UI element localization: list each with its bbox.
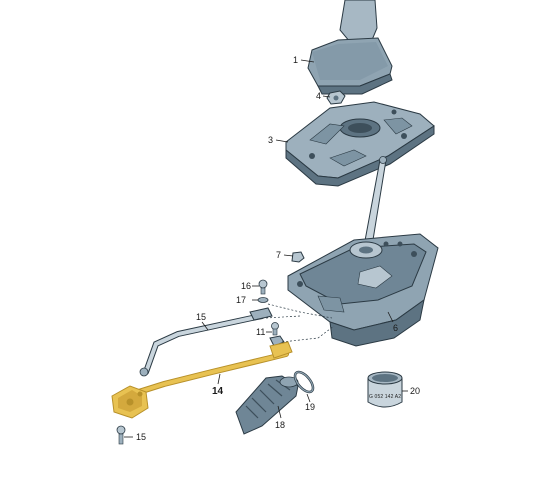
bolt-part-17	[258, 279, 268, 295]
callout-4: 4	[316, 91, 321, 101]
callout-20: 20	[410, 386, 420, 396]
shift-rod-part-highlighted	[111, 341, 293, 419]
bolt-part-11	[271, 322, 279, 336]
rubber-boot-part	[235, 375, 299, 435]
callout-15-text: 15	[136, 432, 146, 442]
callout-17: 16	[241, 281, 251, 291]
nut-part	[326, 90, 346, 105]
grease-can-part: G 052 142 A2	[367, 371, 403, 408]
callout-19: 19	[305, 402, 315, 412]
callout-18: 18	[275, 420, 285, 430]
selector-rod-part	[139, 307, 273, 377]
shift-housing-part	[287, 233, 439, 347]
callout-3: 3	[268, 135, 273, 145]
grease-can-part-number: G 052 142 A2	[369, 394, 401, 400]
shift-boot-part	[307, 0, 393, 95]
frame-plate-part	[285, 101, 435, 187]
bolt-part-7	[291, 251, 305, 263]
assembly-guide-lines	[265, 303, 335, 343]
washer-part-17a	[257, 297, 269, 303]
callout-6: 6	[393, 323, 398, 333]
callout-labels: 1 4 3 7 6 16 17 11 15 14 14 15 15 18 19 …	[196, 55, 420, 430]
callout-16: 15	[196, 312, 206, 322]
o-ring-part	[293, 370, 315, 394]
bolt-part-15	[116, 425, 126, 445]
callout-17a: 17	[236, 295, 246, 305]
callout-7: 7	[276, 250, 281, 260]
callout-14: 14	[212, 386, 224, 397]
callout-label-15: 15	[136, 432, 146, 442]
callout-11: 11	[256, 327, 265, 337]
leader-lines	[124, 59, 408, 438]
callout-1: 1	[293, 55, 298, 65]
